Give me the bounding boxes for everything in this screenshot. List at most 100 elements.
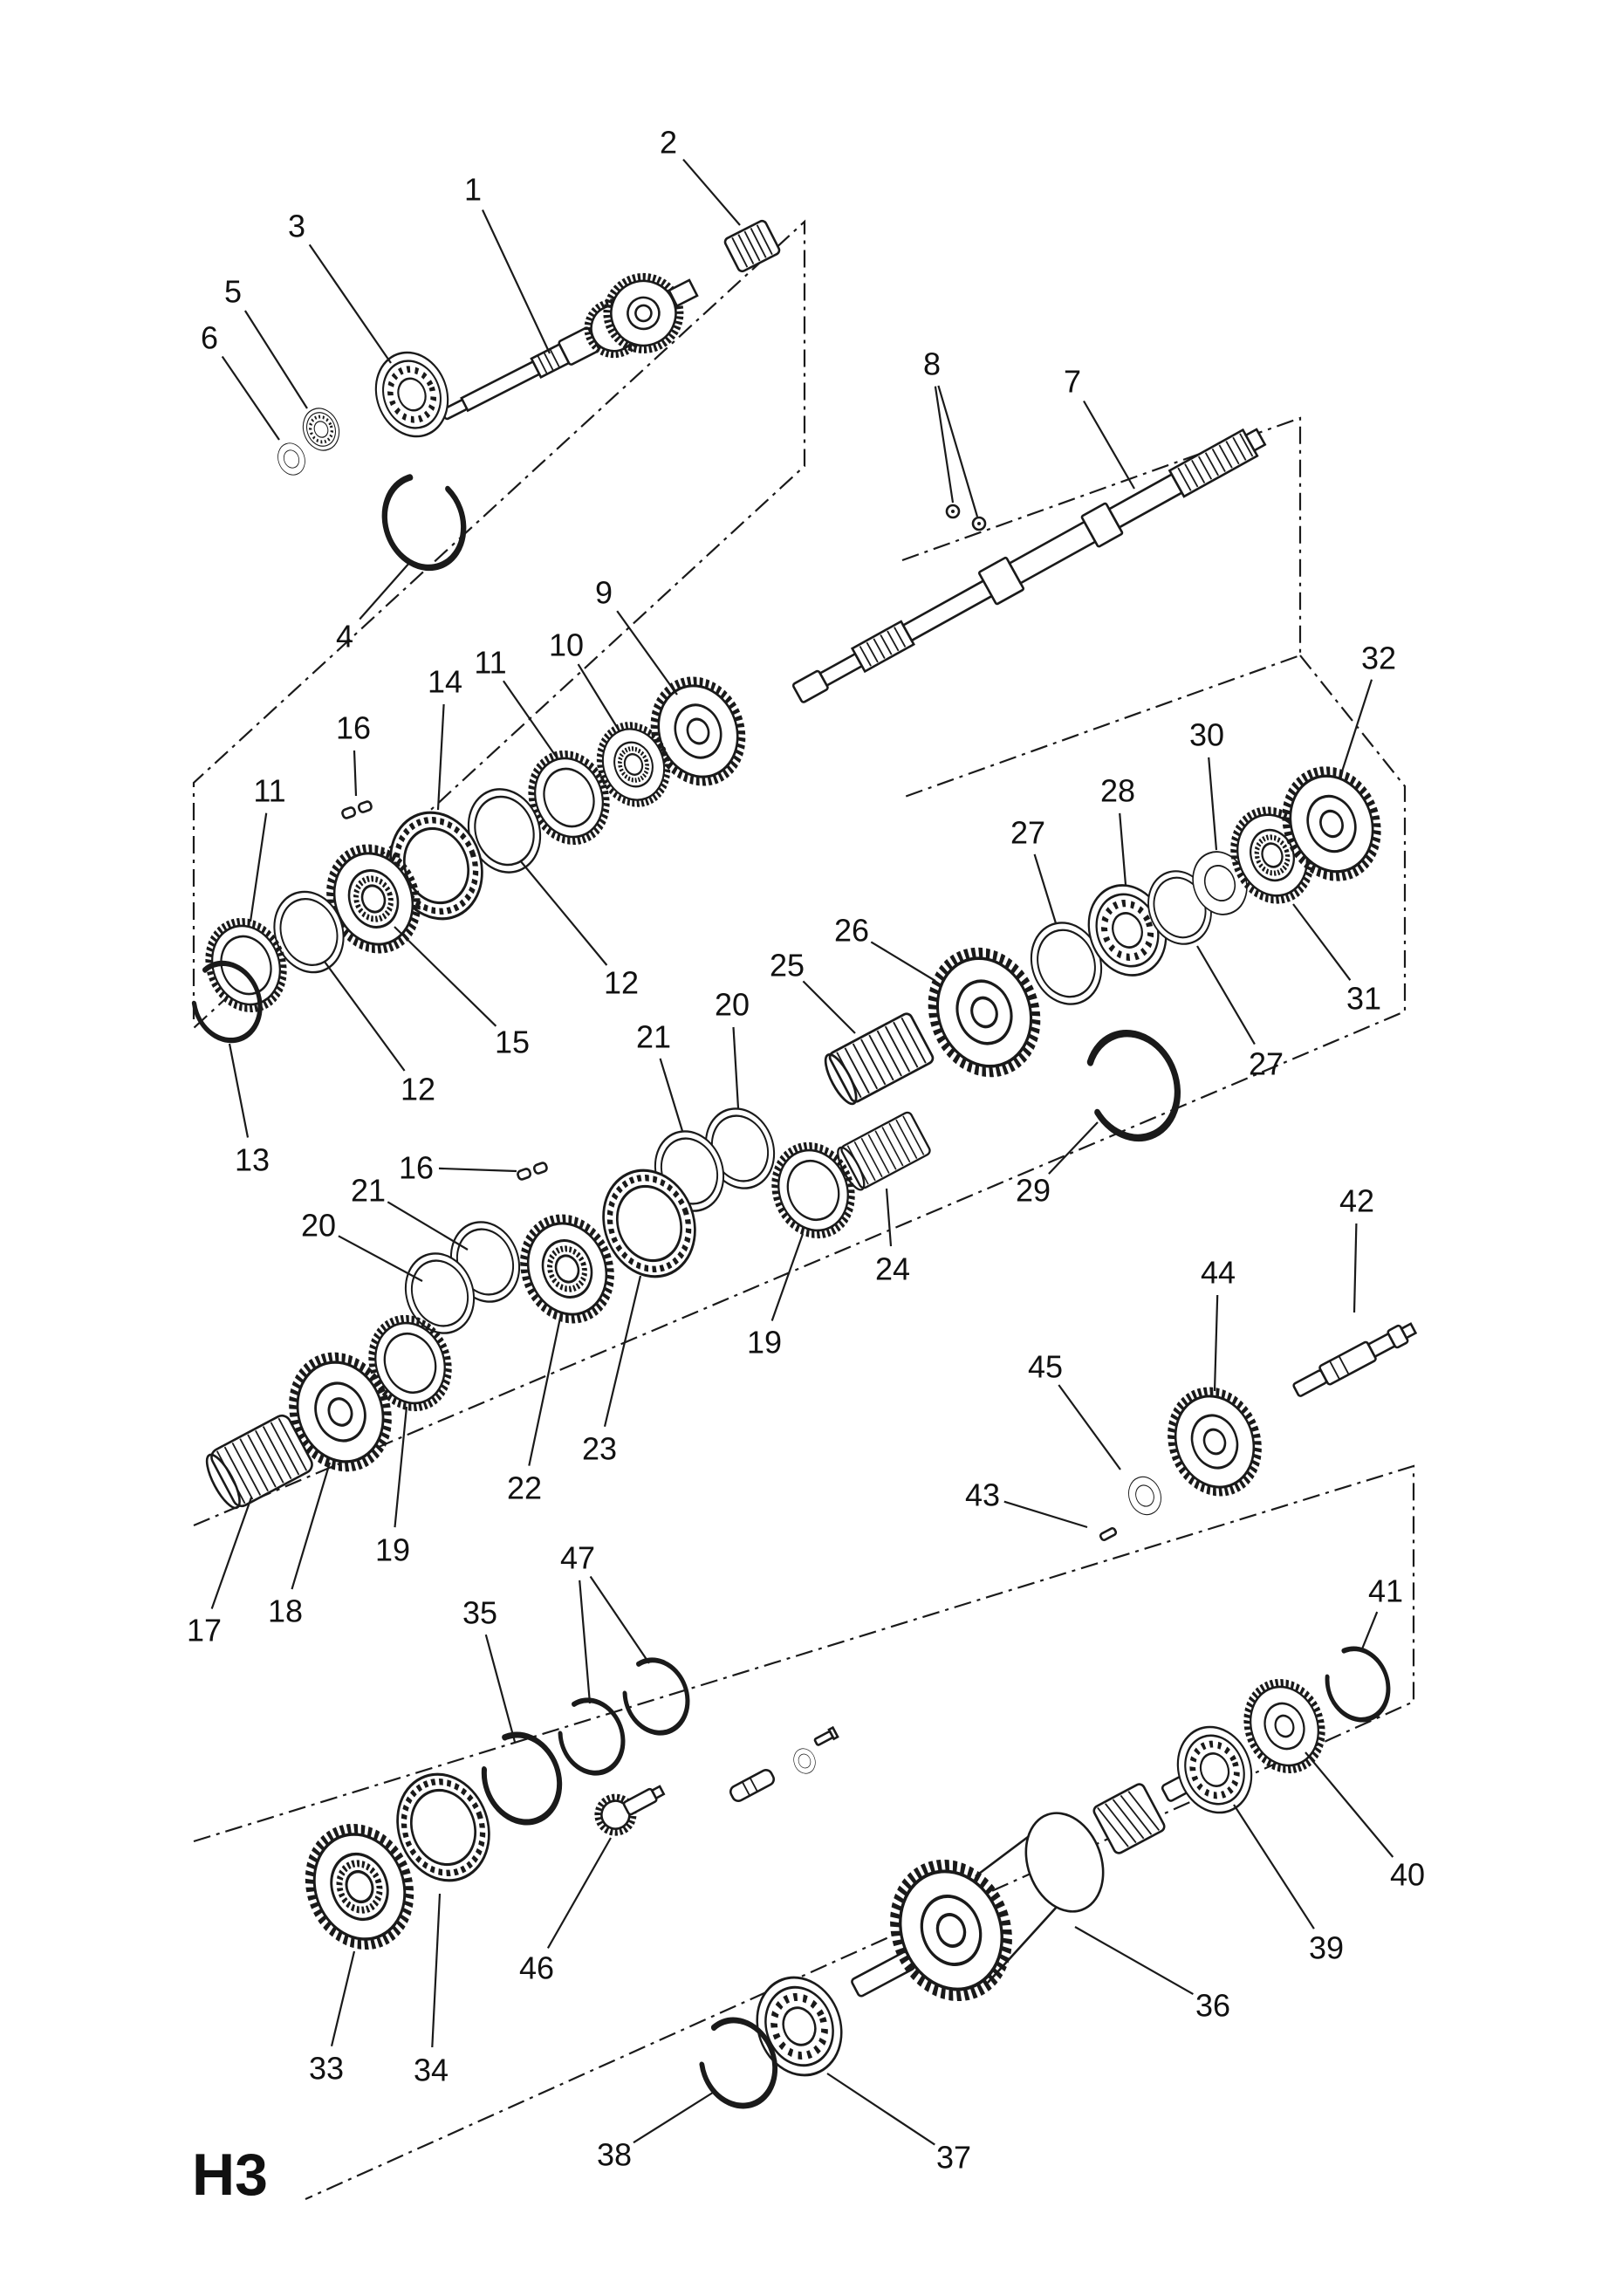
- callout-leader-12: [519, 860, 608, 966]
- callout-leader-12: [324, 961, 406, 1072]
- callout-leader-34: [431, 1893, 442, 2048]
- callout-leader-1: [482, 209, 551, 354]
- callout-leader-46: [546, 1837, 612, 1949]
- callout-leader-47: [589, 1575, 650, 1664]
- callout-leader-30: [1208, 757, 1218, 851]
- callout-leader-32: [1340, 679, 1373, 772]
- callout-7: 7: [1064, 364, 1081, 400]
- part-8-detent-balls: [945, 504, 987, 531]
- callout-28: 28: [1100, 773, 1135, 809]
- callout-19: 19: [375, 1532, 410, 1568]
- callout-leader-33: [330, 1950, 356, 2046]
- callout-24: 24: [875, 1251, 910, 1287]
- callout-39: 39: [1309, 1930, 1344, 1966]
- callout-12: 12: [401, 1072, 435, 1107]
- part-29-snap-ring: [1073, 1021, 1192, 1151]
- callout-42: 42: [1339, 1183, 1374, 1219]
- callout-8: 8: [923, 346, 941, 382]
- callout-leader-31: [1292, 903, 1352, 981]
- part-36-countershaft-cluster: [851, 1762, 1216, 2012]
- part-37-bearing: [743, 1965, 854, 2087]
- callout-26: 26: [834, 913, 869, 949]
- callout-leader-6: [221, 355, 280, 441]
- callout-leader-26: [870, 941, 936, 982]
- callout-27: 27: [1010, 815, 1045, 851]
- callout-13: 13: [235, 1142, 270, 1178]
- callout-leader-10: [577, 663, 620, 732]
- callout-33: 33: [309, 2051, 344, 2087]
- callout-19: 19: [747, 1325, 782, 1360]
- part-7-mainshaft: [791, 428, 1267, 703]
- callout-31: 31: [1346, 981, 1381, 1017]
- boundary-gear-train: [193, 655, 1407, 1527]
- callout-leader-45: [1058, 1384, 1121, 1470]
- part-41-snap-ring: [1318, 1640, 1398, 1728]
- callout-leader-27: [1196, 945, 1256, 1045]
- callout-5: 5: [224, 274, 242, 310]
- callout-36: 36: [1195, 1988, 1230, 2024]
- part-5-bearing-small: [295, 401, 347, 457]
- page-code: H3: [192, 2142, 268, 2208]
- callout-9: 9: [595, 575, 613, 611]
- callout-21: 21: [351, 1173, 386, 1209]
- callout-leader-42: [1352, 1223, 1358, 1313]
- callout-leader-28: [1119, 812, 1127, 886]
- callout-47: 47: [560, 1540, 595, 1576]
- callout-leader-8: [937, 385, 979, 517]
- callout-14: 14: [428, 664, 462, 700]
- callout-leader-37: [826, 2073, 935, 2146]
- callout-leader-19: [770, 1233, 805, 1321]
- callout-40: 40: [1390, 1857, 1425, 1893]
- callout-leader-22: [528, 1317, 562, 1466]
- callout-leader-18: [291, 1462, 332, 1590]
- callout-leader-20: [338, 1235, 423, 1282]
- callout-34: 34: [414, 2053, 449, 2088]
- phantom-boundaries: [192, 219, 1415, 2201]
- callout-16: 16: [336, 710, 371, 746]
- callout-leader-40: [1305, 1751, 1394, 1858]
- callout-22: 22: [507, 1470, 542, 1506]
- callout-leader-9: [616, 610, 678, 696]
- callout-leader-11: [502, 680, 558, 758]
- part-4-snap-ring: [372, 465, 476, 579]
- boundary-input-shaft: [192, 219, 806, 1029]
- part-25-splined-section: [818, 1011, 936, 1109]
- part-6-washer: [273, 439, 310, 479]
- part-47-snap-ring-a: [551, 1691, 633, 1782]
- callout-leader-25: [802, 980, 856, 1034]
- callout-15: 15: [495, 1025, 530, 1060]
- callout-21: 21: [636, 1019, 671, 1055]
- callout-44: 44: [1201, 1255, 1236, 1291]
- callout-38: 38: [597, 2137, 632, 2173]
- callout-leader-27: [1033, 853, 1058, 924]
- callout-17: 17: [187, 1613, 222, 1648]
- callout-leader-47: [579, 1580, 592, 1704]
- part-46-reverse-pinion: [594, 1785, 666, 1836]
- part-42-idler-shaft: [1292, 1322, 1418, 1397]
- boundary-mainshaft: [901, 416, 1302, 799]
- callout-18: 18: [268, 1593, 303, 1629]
- callout-leader-14: [436, 703, 445, 811]
- callout-46: 46: [519, 1950, 554, 1986]
- callout-29: 29: [1016, 1173, 1051, 1209]
- callout-11: 11: [474, 645, 506, 681]
- callout-leader-13: [228, 1043, 250, 1138]
- callout-leader-2: [682, 158, 741, 226]
- callout-32: 32: [1361, 641, 1396, 676]
- part-2-pilot-bushing: [723, 219, 781, 273]
- callout-leader-8: [934, 386, 955, 504]
- callout-leader-3: [308, 243, 392, 364]
- callout-27: 27: [1249, 1046, 1284, 1082]
- callout-12: 12: [604, 965, 639, 1001]
- callout-leader-16: [438, 1167, 517, 1173]
- callout-leader-7: [1083, 400, 1135, 490]
- part-3-bearing: [365, 342, 460, 446]
- parts-layer: [183, 219, 1418, 2116]
- callout-3: 3: [288, 209, 305, 244]
- callout-leader-16: [353, 750, 358, 797]
- callout-leader-21: [387, 1201, 469, 1251]
- part-16-keys-a: [340, 799, 373, 820]
- part-45-washer: [1123, 1471, 1167, 1520]
- callout-20: 20: [715, 987, 750, 1023]
